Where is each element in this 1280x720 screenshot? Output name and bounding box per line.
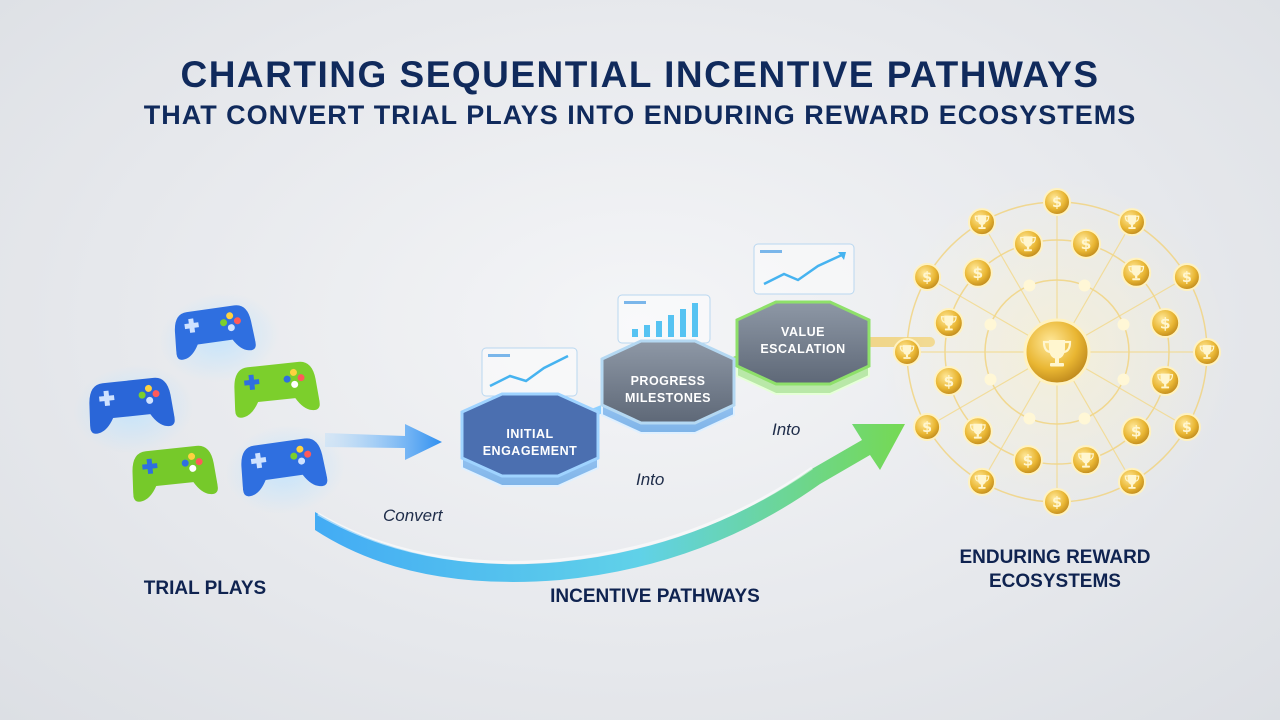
trophy-icon (962, 416, 993, 447)
flow-word-into-1: Into (636, 470, 665, 489)
gamepad-icon (225, 425, 346, 514)
dollar-coin-icon: $ (1172, 263, 1201, 291)
step-1-line-1: INITIAL (506, 427, 553, 441)
trophy-icon (968, 467, 996, 496)
label-trial-plays: TRIAL PLAYS (143, 578, 267, 599)
svg-text:$: $ (1052, 495, 1062, 511)
title-line-2: THAT CONVERT TRIAL PLAYS INTO ENDURING R… (143, 100, 1137, 130)
trophy-icon (933, 308, 964, 339)
svg-text:$: $ (1081, 235, 1092, 253)
flow-word-into-2: Into (772, 420, 801, 439)
gamepad-icon (230, 360, 321, 419)
trophy-icon (893, 338, 921, 366)
dollar-coin-icon: $ (1070, 228, 1101, 259)
svg-text:$: $ (1182, 420, 1192, 436)
trophy-icon (1121, 257, 1152, 288)
svg-text:$: $ (1182, 270, 1192, 286)
svg-text:$: $ (1052, 195, 1062, 211)
trend-chart-icon (481, 347, 578, 397)
glow-node (1023, 412, 1036, 425)
flow-word-convert: Convert (383, 506, 443, 525)
label-enduring-reward-ecosystems: ENDURING REWARD ECOSYSTEMS (905, 546, 1205, 594)
controllers-group (73, 293, 346, 514)
dollar-coin-icon: $ (1172, 413, 1201, 441)
dollar-coin-icon: $ (1013, 445, 1044, 476)
dollar-coin-icon: $ (1043, 188, 1071, 216)
glow-node (1078, 279, 1091, 292)
step-initial-engagement: INITIAL ENGAGEMENT (460, 392, 600, 487)
dollar-coin-icon: $ (933, 365, 964, 396)
glow-node (984, 373, 997, 386)
dollar-coin-icon: $ (1121, 416, 1152, 447)
gamepad-icon (159, 293, 280, 382)
pathway-ribbon-arrow (315, 424, 905, 582)
glow-node (1078, 412, 1091, 425)
step-2-line-2: MILESTONES (625, 391, 711, 405)
dollar-coin-icon: $ (913, 413, 942, 441)
reward-label-line-1: ENDURING REWARD (959, 547, 1151, 568)
trophy-icon (1150, 365, 1181, 396)
glow-node (984, 318, 997, 331)
arrow-right-icon (325, 424, 442, 460)
trophy-icon (968, 208, 996, 237)
dollar-coin-icon: $ (913, 263, 942, 291)
svg-text:$: $ (972, 264, 983, 282)
title-line-1: CHARTING SEQUENTIAL INCENTIVE PATHWAYS (180, 54, 1100, 95)
trend-chart-icon (753, 243, 855, 295)
step-value-escalation: VALUE ESCALATION (735, 300, 871, 395)
trend-chart-icon (617, 294, 711, 344)
svg-text:$: $ (1023, 452, 1034, 470)
reward-ecosystem-network: $ $ $ $ $ $ $ $ $ $ $ $ (882, 177, 1232, 527)
reward-label-line-2: ECOSYSTEMS (989, 571, 1121, 592)
glow-node (1117, 318, 1130, 331)
svg-text:$: $ (922, 420, 932, 436)
trophy-icon (1013, 228, 1044, 259)
step-2-line-1: PROGRESS (631, 374, 706, 388)
gamepad-icon (73, 364, 194, 454)
svg-text:$: $ (922, 270, 932, 286)
glow-node (1023, 279, 1036, 292)
trophy-icon (1070, 445, 1101, 476)
trophy-icon (1193, 338, 1221, 366)
dollar-coin-icon: $ (962, 257, 993, 288)
trophy-icon (1118, 208, 1146, 237)
dollar-coin-icon: $ (1043, 488, 1071, 516)
trophy-icon (1023, 318, 1091, 386)
glow-node (1117, 373, 1130, 386)
step-1-line-2: ENGAGEMENT (483, 444, 578, 458)
step-progress-milestones: PROGRESS MILESTONES (600, 339, 736, 434)
gamepad-icon (128, 444, 219, 503)
svg-text:$: $ (1160, 314, 1171, 332)
svg-text:$: $ (943, 372, 954, 390)
trophy-icon (1118, 467, 1146, 496)
label-incentive-pathways: INCENTIVE PATHWAYS (550, 586, 760, 607)
step-3-line-2: ESCALATION (760, 342, 845, 356)
page-title: CHARTING SEQUENTIAL INCENTIVE PATHWAYS T… (0, 52, 1280, 132)
step-3-line-1: VALUE (781, 325, 825, 339)
dollar-coin-icon: $ (1150, 308, 1181, 339)
svg-text:$: $ (1131, 423, 1142, 441)
